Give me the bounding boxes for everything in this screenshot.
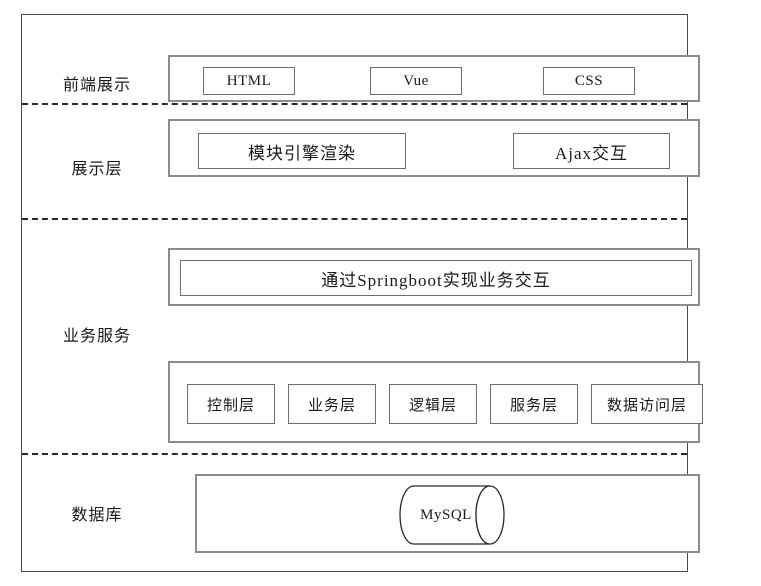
layer-row-display: 展示层 模块引擎渲染 Ajax交互 [22,103,700,218]
layer-label-business: 业务服务 [62,328,131,345]
sublayers-panel: 控制层 业务层 逻辑层 服务层 数据访问层 [168,361,703,443]
layer-row-business: 业务服务 通过Springboot实现业务交互 控制层 业务层 逻辑层 服务层 … [22,218,703,453]
springboot-panel: 通过Springboot实现业务交互 [168,248,700,306]
layer-row-frontend: 前端展示 HTML Vue CSS [22,15,700,103]
chip-control-layer[interactable]: 控制层 [187,384,275,424]
chip-css[interactable]: CSS [543,67,635,95]
display-panel: 模块引擎渲染 Ajax交互 [168,119,700,177]
chip-service-layer[interactable]: 服务层 [490,384,578,424]
layer-separator-2 [22,218,687,220]
architecture-diagram: 前端展示 HTML Vue CSS 展示层 模块引擎渲染 Ajax交互 业务服务… [21,14,703,572]
layer-separator-1 [22,103,687,105]
chip-vue[interactable]: Vue [370,67,462,95]
layer-label-frontend: 前端展示 [62,77,131,94]
chip-template-engine-render[interactable]: 模块引擎渲染 [198,133,406,169]
database-cylinder-icon[interactable] [396,484,508,546]
chip-logic-layer[interactable]: 逻辑层 [389,384,477,424]
layer-label-database: 数据库 [71,507,123,524]
layer-label-display: 展示层 [71,161,123,178]
chip-business-layer[interactable]: 业务层 [288,384,376,424]
chip-data-access-layer[interactable]: 数据访问层 [591,384,703,424]
chip-springboot-banner[interactable]: 通过Springboot实现业务交互 [180,260,692,296]
frontend-panel: HTML Vue CSS [168,55,700,102]
database-panel: MySQL [195,474,700,553]
layer-separator-3 [22,453,687,455]
chip-html[interactable]: HTML [203,67,295,95]
layer-row-database: 数据库 MySQL [22,453,700,571]
chip-ajax-interaction[interactable]: Ajax交互 [513,133,670,169]
